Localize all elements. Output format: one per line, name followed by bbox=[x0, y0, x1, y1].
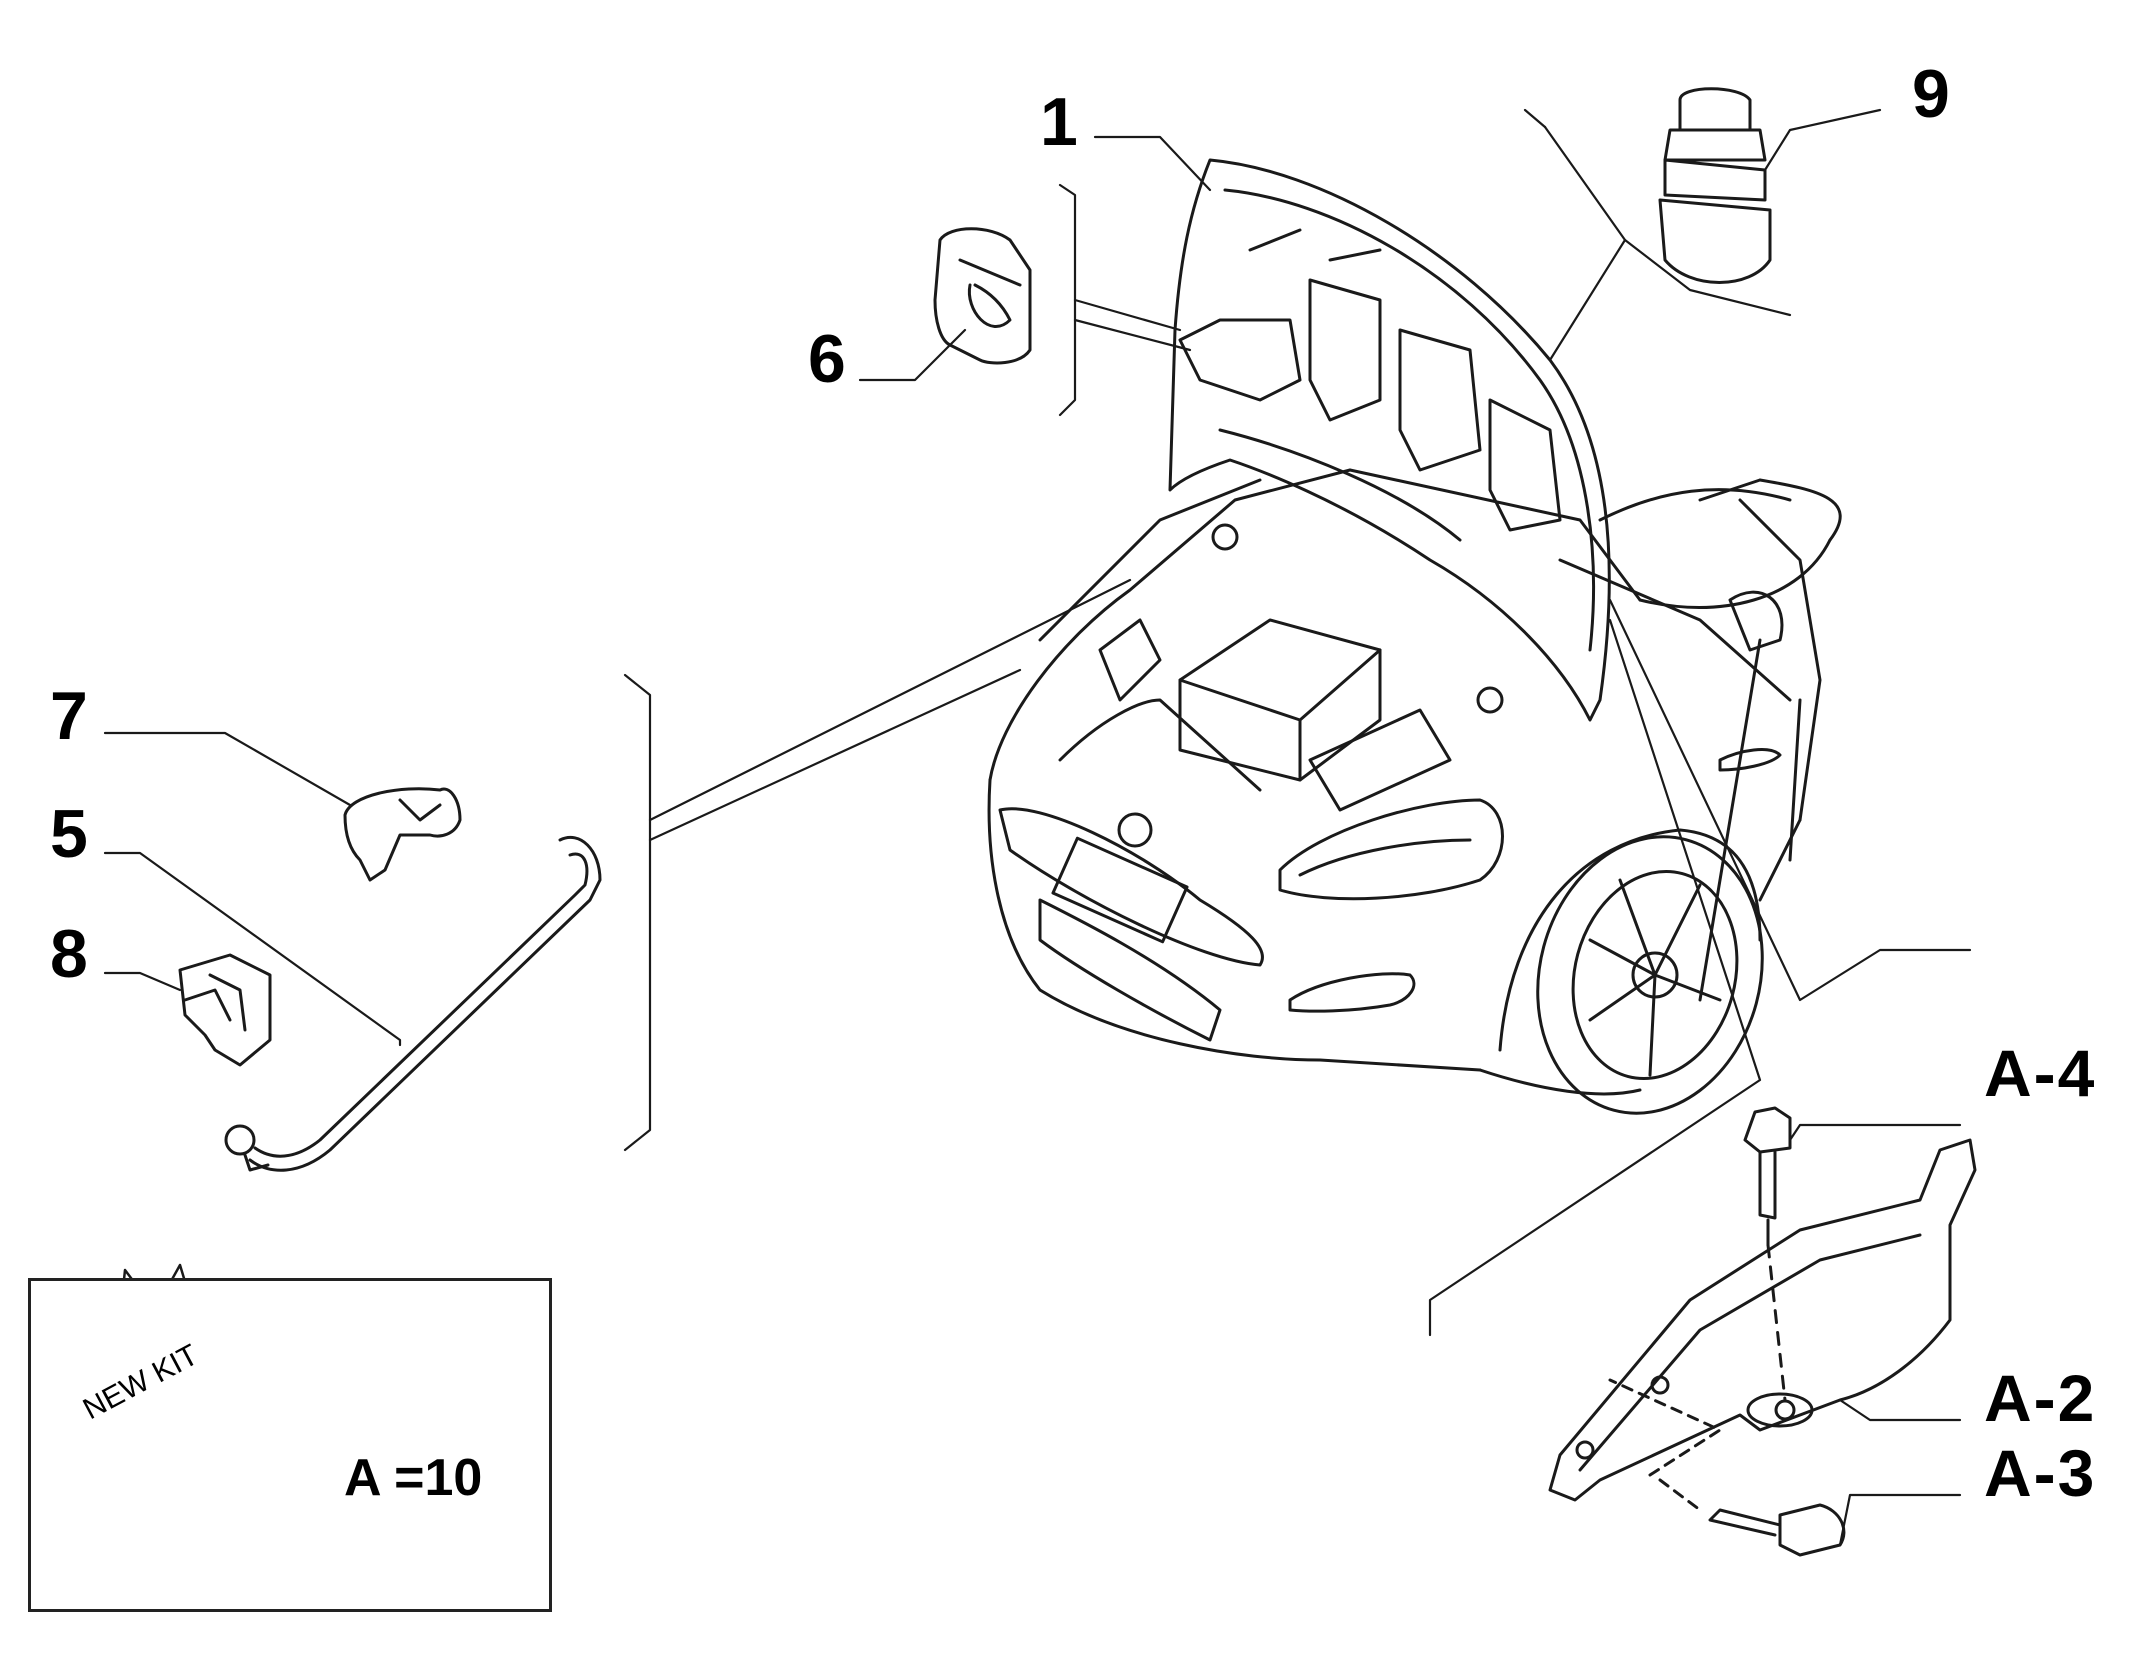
callout-1: 1 bbox=[1040, 84, 1078, 160]
stay-rod-part-5 bbox=[224, 836, 602, 1172]
callout-a2: A-2 bbox=[1984, 1361, 2097, 1435]
new-kit-label: NEW KIT bbox=[78, 1338, 204, 1426]
kit-quantity: A =10 bbox=[344, 1449, 483, 1507]
front-wheel bbox=[1536, 835, 1764, 1115]
callout-6: 6 bbox=[808, 321, 846, 397]
callout-7: 7 bbox=[50, 678, 88, 754]
hinge-assembly-a bbox=[1548, 1106, 1977, 1557]
callout-5: 5 bbox=[50, 796, 88, 872]
license-plate bbox=[1051, 836, 1189, 944]
fiat-badge bbox=[1117, 812, 1153, 848]
fog-light bbox=[1288, 972, 1416, 1013]
callout-8: 8 bbox=[50, 916, 88, 992]
bonnet-part-1 bbox=[1168, 158, 1611, 722]
headlight bbox=[1278, 798, 1504, 901]
kit-box bbox=[28, 1278, 552, 1612]
plug-part-9 bbox=[1658, 87, 1772, 284]
bracket-part-8 bbox=[178, 953, 272, 1067]
bonnet-buffer-part-6 bbox=[933, 227, 1032, 365]
lower-grille bbox=[1038, 898, 1222, 1042]
clip-part-7 bbox=[343, 787, 462, 882]
upper-grille bbox=[998, 807, 1264, 967]
leader-lines bbox=[103, 108, 1972, 1547]
callout-9: 9 bbox=[1912, 56, 1950, 132]
battery bbox=[1178, 618, 1382, 782]
callout-a3: A-3 bbox=[1984, 1436, 2097, 1510]
new-kit-badge-text: NEW KIT bbox=[78, 1338, 204, 1426]
callout-a4: A-4 bbox=[1984, 1036, 2097, 1110]
car-body bbox=[987, 468, 1842, 1115]
